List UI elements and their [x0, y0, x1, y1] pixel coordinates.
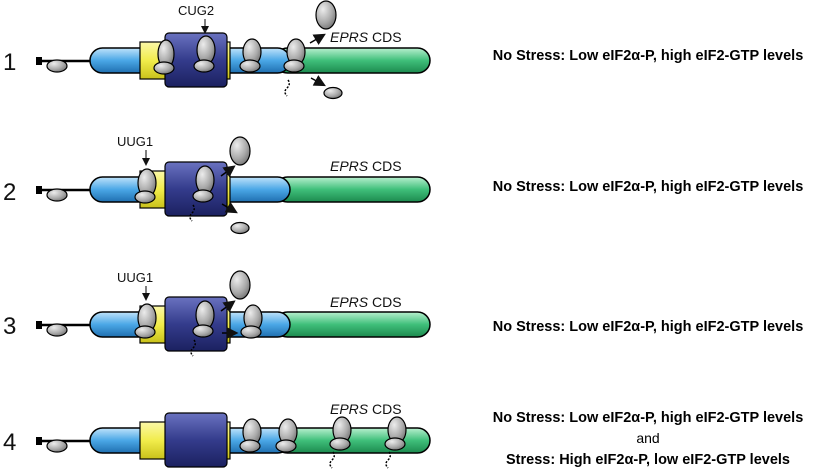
codon-label: CUG2: [178, 3, 214, 18]
cap-marker: [36, 186, 42, 194]
codon-label: UUG1: [117, 270, 153, 285]
nascent-peptide: [190, 339, 197, 357]
eprs-cds-segment: [274, 427, 431, 454]
row-3: 3 UUG1 EPRS CDS No Stress: Low eIF2α-P, …: [3, 270, 804, 357]
ribosome-small-subunit: [193, 59, 215, 73]
release-arrow: [310, 75, 326, 87]
ribosome-small-subunit: [192, 324, 214, 338]
condition-text: No Stress: Low eIF2α-P, high eIF2-GTP le…: [493, 410, 804, 426]
condition-text: No Stress: Low eIF2α-P, high eIF2-GTP le…: [493, 48, 804, 64]
released-large-subunit: [229, 270, 251, 300]
ribosome-small-subunit: [46, 439, 68, 453]
release-arrow: [220, 165, 236, 178]
codon-label: UUG1: [117, 134, 153, 149]
released-large-subunit: [229, 136, 251, 166]
cap-marker: [36, 57, 42, 65]
released-small-subunit: [323, 86, 343, 100]
released-small-subunit: [230, 221, 250, 235]
dark-region: [164, 32, 228, 88]
nascent-peptide: [284, 79, 291, 97]
cds-label: EPRS CDS: [330, 29, 402, 45]
cds-label: EPRS CDS: [330, 158, 402, 174]
cap-marker: [36, 321, 42, 329]
release-arrow: [221, 202, 238, 214]
dark-region: [164, 296, 228, 352]
ribosome-small-subunit: [329, 437, 351, 451]
ribosome-small-subunit: [46, 188, 68, 202]
row-number: 2: [3, 179, 16, 206]
ribosome-small-subunit: [153, 61, 175, 75]
row-number: 4: [3, 429, 16, 456]
dark-region: [164, 412, 228, 468]
ribosome-small-subunit: [384, 437, 406, 451]
row-4: 4 EPRS CDS No Stress: Low eIF2α-P, high …: [3, 401, 804, 469]
nascent-peptide: [329, 451, 336, 469]
ribosome-small-subunit: [239, 439, 261, 453]
row-number: 1: [3, 49, 16, 76]
row-number: 3: [3, 313, 16, 340]
release-arrow: [309, 33, 326, 45]
row-1: 1 CUG2 EPRS CDS No Stress: Low eIF2α-P, …: [3, 0, 804, 100]
ribosome-small-subunit: [134, 190, 156, 204]
condition-connector: and: [636, 430, 659, 446]
ribosome-small-subunit: [283, 59, 305, 73]
cap-marker: [36, 437, 42, 445]
ribosome-small-subunit: [192, 189, 214, 203]
eprs-cds-segment: [274, 311, 431, 338]
cds-label: EPRS CDS: [330, 401, 402, 417]
cds-label: EPRS CDS: [330, 294, 402, 310]
condition-text: No Stress: Low eIF2α-P, high eIF2-GTP le…: [493, 179, 804, 195]
ribosome-small-subunit: [46, 59, 68, 73]
ribosome-small-subunit: [46, 323, 68, 337]
condition-text: Stress: High eIF2α-P, low eIF2-GTP level…: [506, 452, 790, 468]
released-large-subunit: [315, 0, 337, 30]
condition-text: No Stress: Low eIF2α-P, high eIF2-GTP le…: [493, 319, 804, 335]
nascent-peptide: [189, 204, 196, 222]
ribosome-small-subunit: [134, 325, 156, 339]
dark-region: [164, 161, 228, 217]
nascent-peptide: [385, 451, 392, 469]
ribosome-small-subunit: [240, 325, 262, 339]
ribosome-small-subunit: [239, 59, 261, 73]
row-2: 2 UUG1 EPRS CDS No Stress: Low eIF2α-P, …: [3, 134, 804, 235]
ribosome-small-subunit: [275, 439, 297, 453]
release-arrow: [220, 300, 236, 313]
eprs-cds-segment: [274, 176, 431, 203]
